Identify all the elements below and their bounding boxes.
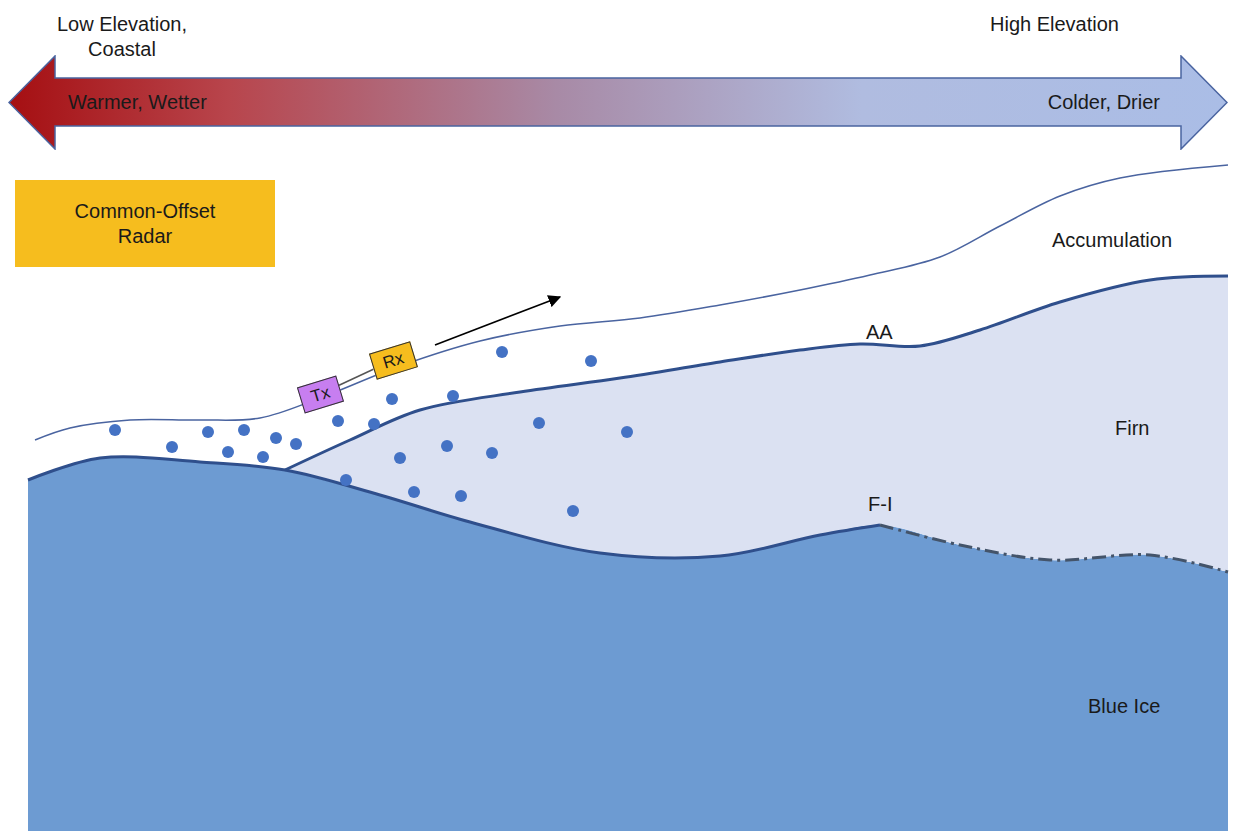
- antenna-link: [339, 369, 374, 385]
- scatterer-dot: [238, 424, 250, 436]
- gradient-double-arrow: Warmer, Wetter Colder, Drier: [8, 55, 1228, 150]
- radar-type-box: Common-Offset Radar: [15, 180, 275, 267]
- motion-arrow: [435, 297, 560, 345]
- scatterer-dot: [202, 426, 214, 438]
- scatterer-dot: [621, 426, 633, 438]
- ice-top-line: [28, 457, 880, 558]
- horizon-label: AA: [866, 320, 893, 345]
- scatterer-dot: [455, 490, 467, 502]
- scatterer-dot: [270, 432, 282, 444]
- scatterer-dot: [394, 452, 406, 464]
- scatterer-dot: [368, 418, 380, 430]
- layer-label: Firn: [1115, 416, 1149, 441]
- antenna-label: Tx: [308, 381, 332, 407]
- snow-surface-line: [35, 165, 1228, 440]
- scatterer-dot: [441, 440, 453, 452]
- scatterer-dot: [533, 417, 545, 429]
- scatterer-dot: [166, 441, 178, 453]
- scatterer-dot: [585, 355, 597, 367]
- scatterer-dot: [257, 451, 269, 463]
- layer-label: Accumulation: [1052, 228, 1172, 253]
- antenna-label: Rx: [380, 347, 406, 373]
- fi-dashed-line: [880, 525, 1228, 572]
- double-arrow-outline: [9, 56, 1227, 149]
- scatterer-dot: [496, 346, 508, 358]
- elevation-label: Low Elevation, Coastal: [42, 12, 202, 62]
- scatterer-dots: [109, 346, 633, 517]
- scatterer-dot: [567, 505, 579, 517]
- box-title: Common-Offset Radar: [70, 199, 220, 249]
- scatterer-dot: [408, 486, 420, 498]
- elevation-label: High Elevation: [990, 12, 1119, 37]
- scatterer-dot: [222, 446, 234, 458]
- gradient-label: Colder, Drier: [1048, 90, 1160, 115]
- scatterer-dot: [332, 415, 344, 427]
- scatterer-dot: [340, 474, 352, 486]
- scatterer-dot: [109, 424, 121, 436]
- horizon-label: F-I: [868, 492, 892, 517]
- scatterer-dot: [447, 390, 459, 402]
- scatterer-dot: [386, 393, 398, 405]
- aa-horizon-line: [285, 276, 1228, 470]
- scatterer-dot: [290, 438, 302, 450]
- transmitter-box: Tx: [296, 375, 343, 413]
- scatterer-dot: [486, 447, 498, 459]
- layer-label: Blue Ice: [1088, 694, 1160, 719]
- receiver-box: Rx: [368, 341, 417, 380]
- gradient-label: Warmer, Wetter: [68, 90, 207, 115]
